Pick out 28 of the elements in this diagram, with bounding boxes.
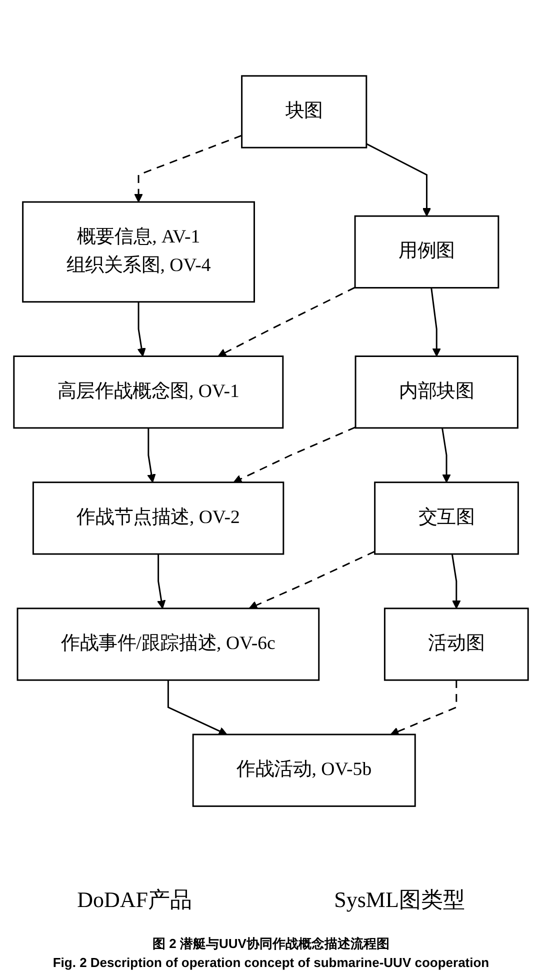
flowchart-diagram: 概要信息, AV-1 组织关系图, OV-4 块图 高层作战概念图, OV-1 用例图 作战节点描述, OV-2 内部块图 作战事件/跟踪描述, OV-6c 交互图 作战活动, OV-5b 活动图 [6, 68, 536, 815]
figure-caption: 图 2 潜艇与UUV协同作战概念描述流程图 [152, 935, 390, 953]
arrow [137, 302, 146, 358]
figure-caption: Fig. 2 Description of operation concept of submarine-UUV cooperation [52, 955, 490, 970]
arrow [157, 554, 166, 610]
node-box [22, 202, 255, 304]
node-box [16, 608, 320, 682]
node-box [32, 482, 284, 556]
arrow [147, 428, 156, 484]
arrow [430, 288, 441, 358]
arrow [390, 680, 458, 736]
arrow [366, 144, 432, 217]
node-box [241, 76, 368, 149]
arrow [233, 426, 356, 484]
node-box [13, 356, 284, 430]
arrow [248, 551, 376, 610]
arrow [451, 554, 461, 610]
node-box [354, 216, 500, 289]
node-box [384, 608, 529, 682]
arrow [218, 287, 356, 358]
arrow [134, 135, 242, 203]
arrow [167, 680, 228, 736]
column-label: SysML图类型 [334, 886, 465, 914]
node-box [354, 356, 518, 430]
node-box [374, 482, 519, 556]
column-label: DoDAF产品 [77, 886, 192, 914]
arrow [442, 428, 451, 484]
node-box [192, 734, 416, 808]
